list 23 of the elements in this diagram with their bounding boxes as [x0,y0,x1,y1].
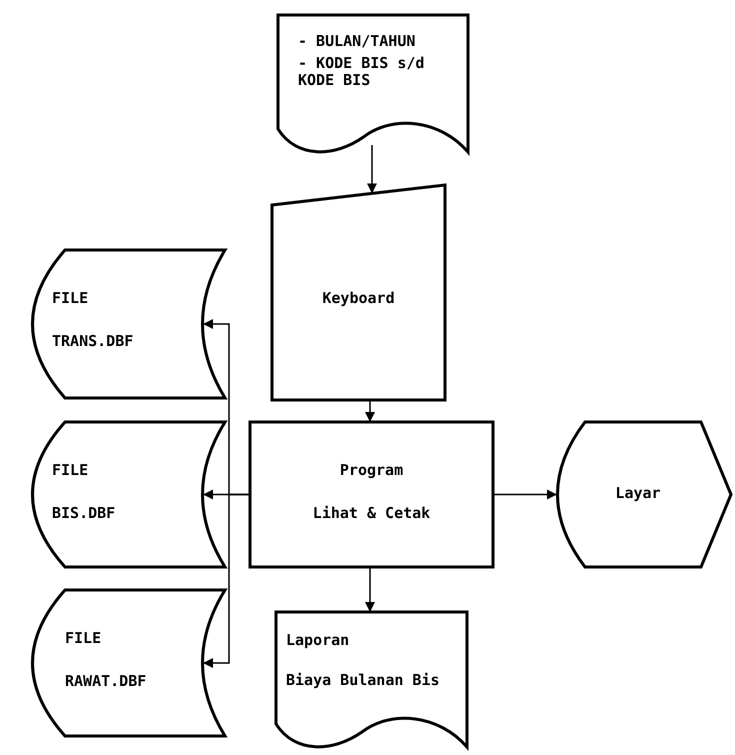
arrow [365,400,375,422]
node-label: TRANS.DBF [52,333,134,350]
node-label: Lihat & Cetak [312,505,432,522]
node-label: Layar [614,485,662,502]
node-label: - KODE BIS s/d KODE BIS [298,55,426,90]
node-label: Keyboard [321,290,396,308]
manual-input-shape [272,185,445,400]
output-document [276,612,467,752]
node-label: BIS.DBF [52,505,116,522]
node-label: FILE [52,290,90,308]
node-label: RAWAT.DBF [65,673,148,690]
arrow [367,145,377,194]
arrow [203,494,250,668]
process-box [250,422,493,567]
node-label: FILE [52,462,90,480]
node-label: Biaya Bulanan Bis [286,672,441,690]
node-label: - BULAN/TAHUN [298,33,416,50]
node-label: FILE [65,630,102,648]
arrow [365,567,375,612]
input-document [278,15,468,157]
node-label: Program [338,462,404,480]
node-label: Laporan [286,632,350,650]
arrow [493,490,557,500]
